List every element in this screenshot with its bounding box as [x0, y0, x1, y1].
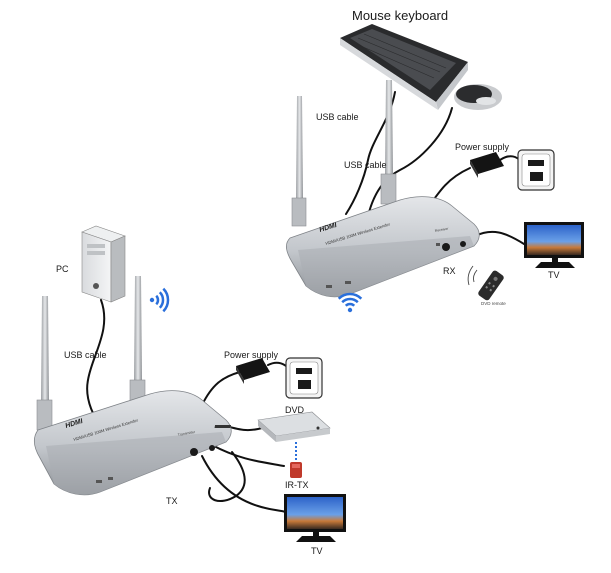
usb-cable-label-rx-2: USB cable	[344, 160, 387, 170]
tv-icon	[524, 222, 584, 268]
antenna-icon	[291, 80, 397, 227]
dvd-remote-label: DVD remote	[481, 301, 506, 306]
power-supply-label-tx: Power supply	[224, 350, 279, 360]
dvd-player-icon	[214, 411, 331, 442]
wifi-icon	[337, 292, 363, 313]
usb-cable-label-tx: USB cable	[64, 350, 107, 360]
power-supply-label-rx: Power supply	[455, 142, 510, 152]
wifi-icon	[149, 287, 170, 313]
remote-control-icon	[478, 270, 504, 301]
power-adapter-icon	[236, 358, 270, 384]
pc-tower-icon	[81, 225, 126, 303]
ir-tx-label: IR-TX	[285, 480, 309, 490]
rx-extender-device	[286, 196, 480, 298]
cable-loop-tx	[208, 451, 246, 503]
mouse-icon	[454, 84, 502, 110]
tx-extender-device	[34, 390, 232, 496]
mouse-keyboard-label: Mouse keyboard	[352, 8, 449, 23]
cable-tv-tx	[201, 455, 287, 513]
tv-label-tx: TV	[311, 546, 323, 556]
keyboard-icon	[340, 24, 468, 110]
cable-mouse-rx	[367, 107, 453, 217]
rx-receiver-text: Receiver	[434, 227, 449, 233]
ir-signal-icon	[467, 265, 478, 286]
tx-transmitter-text: Transmitter	[177, 430, 196, 437]
power-socket-icon	[517, 149, 555, 191]
tv-label-rx: TV	[548, 270, 560, 280]
ir-transmitter-icon	[290, 442, 302, 478]
pc-label: PC	[56, 264, 69, 274]
cable-ir-tx	[211, 444, 285, 467]
usb-cable-label-rx-1: USB cable	[316, 112, 359, 122]
dvd-label: DVD	[285, 405, 305, 415]
tv-icon	[284, 494, 346, 542]
cable-power-tx	[201, 371, 241, 406]
tx-label: TX	[166, 496, 178, 506]
power-adapter-icon	[470, 152, 504, 178]
power-socket-icon	[285, 357, 323, 399]
cable-tv-rx	[474, 230, 525, 245]
rx-label: RX	[443, 266, 456, 276]
